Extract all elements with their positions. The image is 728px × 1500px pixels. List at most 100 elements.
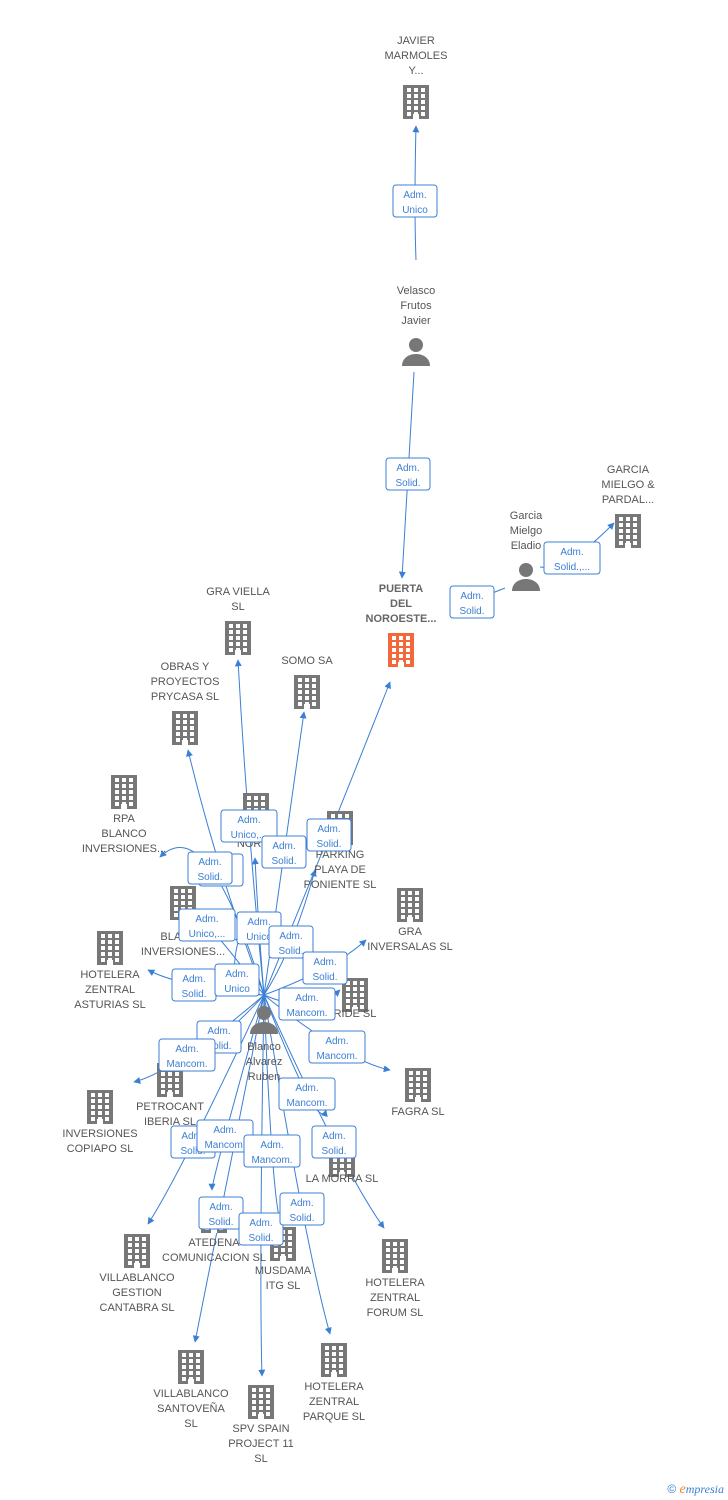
edge-role-text: Adm.Unico,... [189,914,226,940]
node-label-line: ASTURIAS SL [74,999,146,1011]
node-label-line: Frutos [400,300,432,312]
edge-role-label[interactable]: Adm.Solid. [279,1192,325,1226]
node-label-line: PROJECT 11 [228,1438,294,1450]
node-label-line: COPIAPO SL [67,1143,134,1155]
edge-role-text: Adm. Solid. [395,463,420,489]
edge-role-label[interactable]: Adm. Solid. [385,457,431,491]
edge-role-text: Adm.Mancom. [286,1083,327,1109]
edge-role-text: Adm.Unico,... [231,815,268,841]
node-label-line: OBRAS Y [161,661,210,673]
node-label: FAGRA SL [391,1106,444,1118]
edge-role-line: Adm. [181,1131,204,1142]
node-label-line: Velasco [397,285,436,297]
node-label-line: SL [254,1453,267,1465]
edge-role-label[interactable]: Adm.Unico [392,184,438,218]
edge-role-label[interactable]: Adm.Solid. [302,951,348,985]
edge-role-box [220,809,278,843]
edge-role-label[interactable]: Adm.Solid. [171,968,217,1002]
edge-role-label[interactable]: Adm.Solid. [187,851,233,885]
edge-role-label[interactable]: Adm.Unico,... [220,809,278,843]
edge-role-box [392,184,438,218]
node-label-line: HOTELERA [80,969,140,981]
node-fagra[interactable]: FAGRA SL [391,1068,445,1118]
edge-role-label[interactable]: Adm.Unico [214,963,260,997]
brand-footer[interactable]: © empresia [667,1482,724,1498]
edge-role-line: Solid. [316,839,341,850]
edge-role-label[interactable]: Adm.Mancom. [278,1077,336,1111]
edge-role-label[interactable]: Adm.Solid. [311,1125,357,1159]
edge-role-label[interactable]: Adm.Mancom. [278,987,336,1021]
edge-role-label[interactable]: Adm.Solid. [306,818,352,852]
edge-role-line: Unico [224,984,250,995]
node-label-line: SL [184,1418,197,1430]
building-icon [225,621,251,655]
edge-role-text: Adm.Solid. [316,824,341,850]
node-la-morra[interactable]: LA MORRA SL [306,1143,379,1185]
edge-role-label[interactable]: Adm.Mancom. [308,1030,366,1064]
edge-role-box [308,1030,366,1064]
edge-role-text: Adm.Solid. [248,1218,273,1244]
node-label-line: IBERIA SL [144,1116,196,1128]
node-label-line: JAVIER [397,35,435,47]
edge-role-text: Adm.Mancom. [316,1036,357,1062]
edge-role-line: Mancom. [204,1140,245,1151]
edge-role-label[interactable]: Adm.Solid. [449,585,495,619]
edge-role-line: Adm. [209,1202,232,1213]
edge-role-text: Adm.Solid. [459,591,484,617]
edge-role-line: Adm. [279,931,302,942]
edge-role-label[interactable]: Adm.Solid.,... [543,541,601,575]
node-label-line: Mielgo [510,525,542,537]
node-somo[interactable]: SOMO SA [281,655,333,709]
edge-role-box [279,1192,325,1226]
node-ride[interactable]: RIDE SL [334,978,377,1020]
edge-role-label[interactable]: Adm.Unico,... [178,908,236,942]
brand-name: mpresia [685,1482,724,1496]
edge-role-label[interactable]: Adm.Mancom. [158,1038,216,1072]
node-label-line: GARCIA [607,464,650,476]
edge-role-label[interactable]: Adm.Mancom. [243,1134,301,1168]
edge-role-label[interactable]: Adm.Solid. [198,1196,244,1230]
edge-role-label[interactable]: Adm.Solid. [238,1212,284,1246]
edge-role-line: Solid. [180,1146,205,1157]
edge-role-text: Adm.Mancom. [251,1140,292,1166]
edge-role-line: Adm. [396,463,419,474]
node-label-line: PROYECTOS [151,676,220,688]
edge-role-line: Solid. [289,1213,314,1224]
node-label-line: FAGRA SL [391,1106,444,1118]
edge-role-label[interactable]: Adm.Solid. [261,835,307,869]
edge-role-text: Adm.Solid. [321,1131,346,1157]
edge-role-text: Adm.Mancom. [166,1044,207,1070]
building-icon [111,775,137,809]
edge-role-line: Solid. [395,478,420,489]
node-label-line: GESTION [112,1287,162,1299]
edge-role-line: Solid. [278,946,303,957]
node-label-line: SANTOVEÑA [157,1402,225,1415]
edge-role-label[interactable]: Adm. Solid. [268,925,314,959]
building-icon [403,85,429,119]
